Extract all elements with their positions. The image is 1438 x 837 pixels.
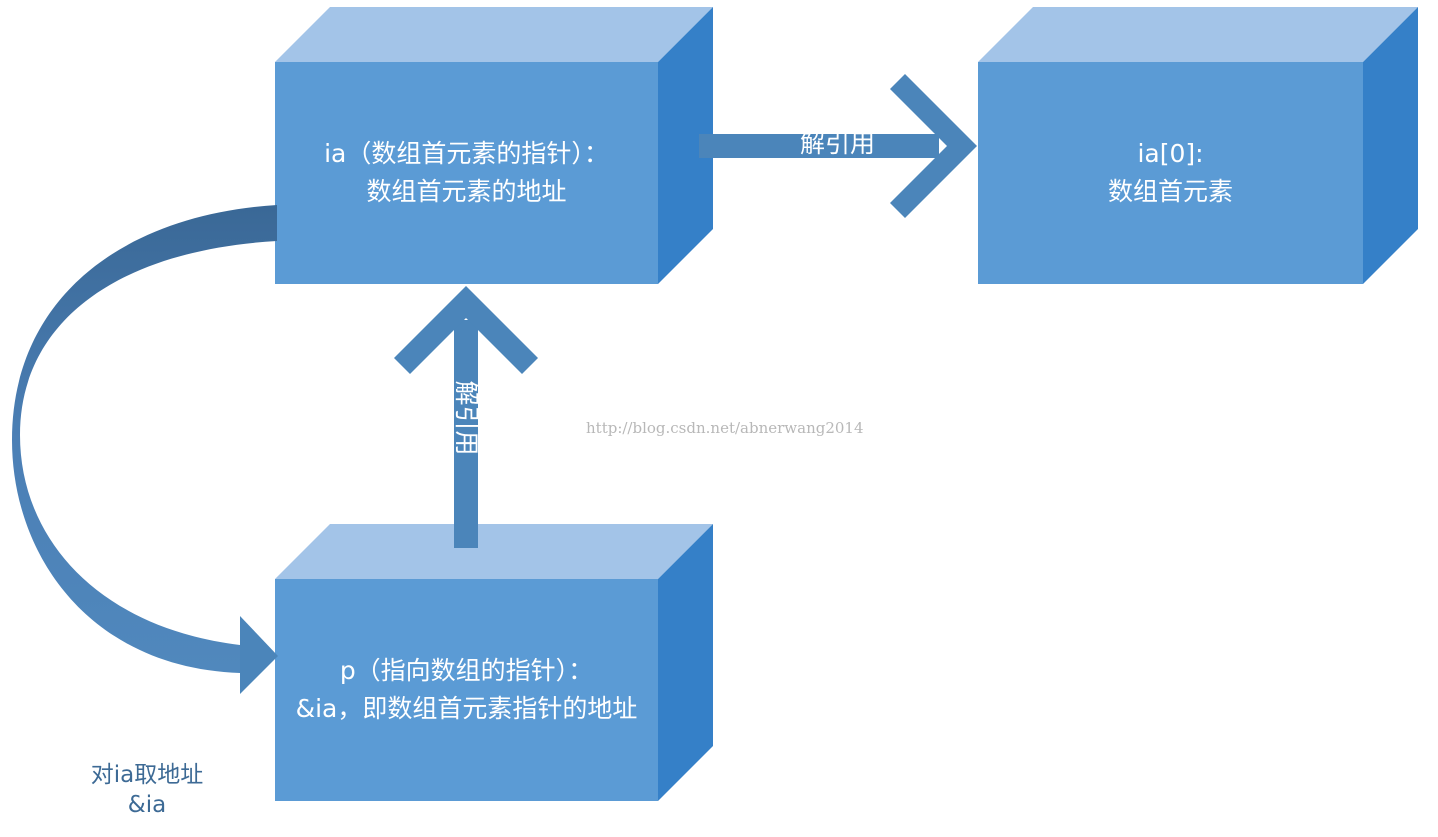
arrow-deref-up (394, 286, 538, 548)
arrow-address-of-body (12, 205, 277, 673)
address-of-label-line2: &ia (127, 792, 167, 818)
box-ia0-element (978, 7, 1418, 284)
arrow-deref-right (699, 74, 977, 218)
box-p-pointer-front (275, 579, 658, 801)
box-p-pointer-top (275, 524, 713, 579)
arrow-deref-up-label: 解引用 (452, 380, 481, 456)
box-p-pointer-side (658, 524, 713, 801)
box-ia0-element-front (978, 62, 1363, 284)
watermark: http://blog.csdn.net/abnerwang2014 (586, 419, 864, 437)
box-p-pointer-line1: p（指向数组的指针）： (339, 656, 594, 685)
box-ia-pointer-front (275, 62, 658, 284)
box-ia0-element-line2: 数组首元素 (1107, 177, 1233, 206)
box-ia-pointer-label: ia（数组首元素的指针）： 数组首元素的地址 (275, 135, 658, 211)
box-ia0-element-label: ia[0]: 数组首元素 (978, 135, 1363, 211)
arrow-address-of-head (240, 616, 278, 694)
box-ia-pointer-line1: ia（数组首元素的指针）： (324, 139, 609, 168)
address-of-label-line1: 对ia取地址 (90, 762, 204, 788)
box-ia-pointer-side (658, 7, 713, 284)
arrow-address-of (12, 205, 278, 694)
box-ia-pointer-top (275, 7, 713, 62)
box-ia-pointer (275, 7, 713, 284)
box-p-pointer-line2: &ia，即数组首元素指针的地址 (295, 694, 638, 723)
box-ia-pointer-line2: 数组首元素的地址 (366, 177, 567, 206)
box-p-pointer-label: p（指向数组的指针）： &ia，即数组首元素指针的地址 (275, 652, 658, 728)
arrow-deref-right-shaft (699, 134, 939, 158)
address-of-label: 对ia取地址 &ia (62, 760, 232, 820)
box-ia0-element-top (978, 7, 1418, 62)
box-p-pointer (275, 524, 713, 801)
arrow-deref-up-shaft (454, 320, 478, 548)
arrow-deref-right-label: 解引用 (800, 129, 876, 158)
box-ia0-element-side (1363, 7, 1418, 284)
box-ia0-element-line1: ia[0]: (1137, 139, 1204, 168)
arrow-deref-right-head (890, 74, 977, 218)
arrow-deref-up-head (394, 286, 538, 374)
